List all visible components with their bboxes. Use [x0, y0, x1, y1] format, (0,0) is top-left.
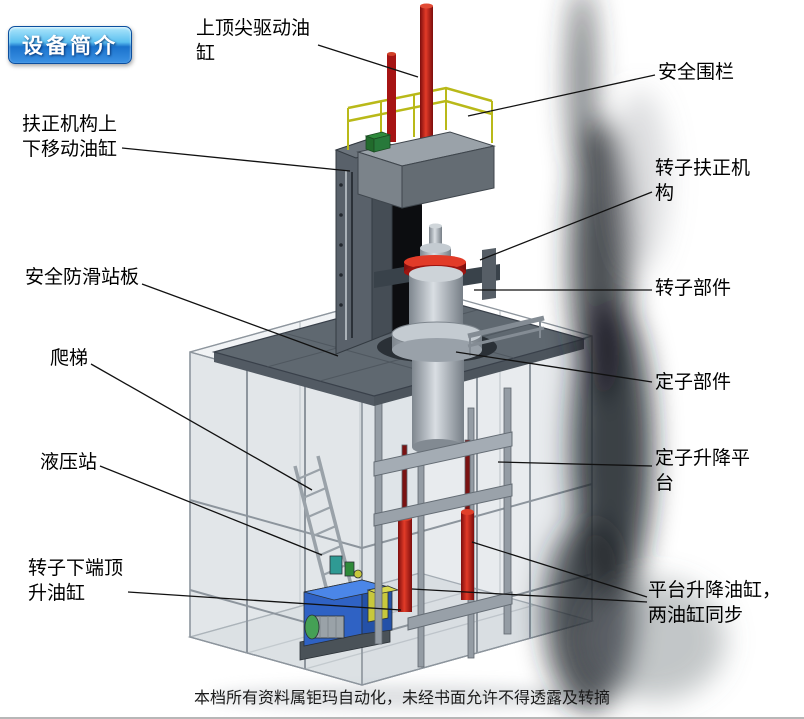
deck-rail-bracket: [467, 315, 545, 356]
stator-flange: [391, 321, 483, 362]
watermark-text: 本档所有资料属钜玛自动化，未经书面允许不得透露及转摘: [193, 690, 610, 707]
frame-beams: [373, 431, 513, 631]
hydraulic-station-graphic: [299, 555, 400, 661]
callout-top-spindle-cylinder: 上顶尖驱动油缸: [196, 18, 311, 65]
callout-rotor-component: 转子部件: [655, 278, 732, 299]
shadow-smear: [545, 0, 725, 710]
callout-rotor-bottom-jack-cylinder: 转子下端顶升油缸: [28, 558, 124, 605]
rotor-stator-assembly: [374, 223, 545, 455]
control-box: [364, 131, 392, 153]
callout-anti-slip-platform: 安全防滑站板: [25, 267, 140, 288]
platform-lift-cylinder-left: [398, 515, 412, 612]
rotor-centering-graphic: [374, 248, 500, 300]
bottom-edge-line: [0, 717, 804, 719]
callout-ladder: 爬梯: [50, 348, 89, 369]
callout-stator-component: 定子部件: [655, 372, 732, 393]
ground-shadow: [210, 684, 610, 710]
top-spindle-cylinder-graphic: [387, 3, 433, 152]
callout-safety-fence: 安全围栏: [658, 62, 735, 83]
callout-centering-lift-cylinder: 扶正机构上下移动油缸: [22, 114, 118, 161]
callout-stator-lift-platform: 定子升降平台: [655, 448, 751, 495]
safety-fence-graphic: [347, 86, 493, 150]
head-box: [356, 131, 496, 209]
callout-hydraulic-station: 液压站: [40, 452, 98, 473]
leader-lines: [90, 44, 656, 611]
platform-lift-cylinder-right: [461, 509, 474, 600]
section-badge: 设备简介: [8, 26, 132, 64]
rotor-body: [409, 266, 463, 330]
callout-rotor-centering-mechanism: 转子扶正机构: [655, 158, 751, 205]
press-column: [334, 3, 496, 355]
callout-platform-lift-cylinders: 平台升降油缸，两油缸同步: [648, 580, 782, 627]
